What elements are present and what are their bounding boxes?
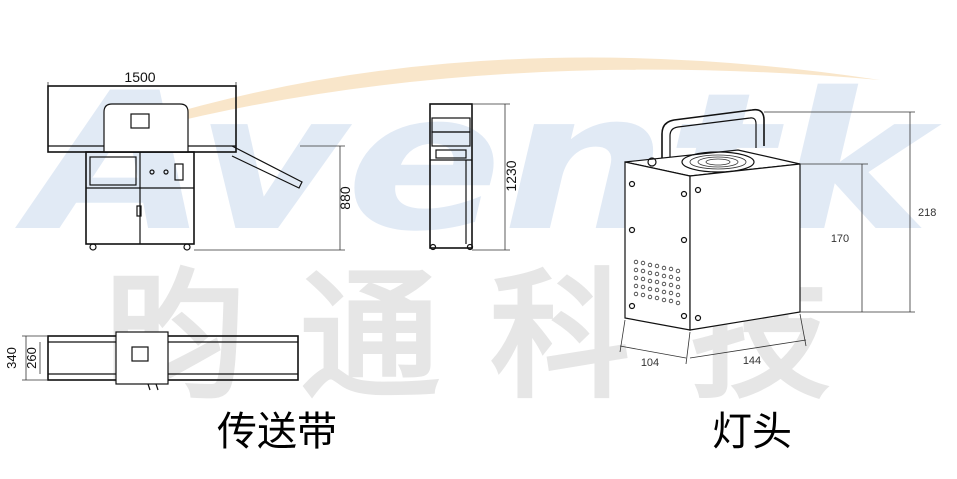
conveyor-side-view: 1230 bbox=[429, 103, 519, 251]
caption-conveyor: 传送带 bbox=[217, 409, 337, 455]
watermark-char-2: 通 bbox=[300, 256, 440, 419]
dim-label-104: 104 bbox=[641, 357, 659, 369]
watermark-swoosh bbox=[150, 57, 880, 128]
dim-label-218: 218 bbox=[918, 207, 936, 219]
watermark-char-3: 科 bbox=[490, 256, 630, 419]
watermark-brand-text: Aventk bbox=[14, 52, 941, 273]
dim-label-260: 260 bbox=[24, 347, 39, 369]
conveyor-top-view: 340 260 bbox=[4, 331, 299, 391]
dim-label-170: 170 bbox=[831, 233, 849, 245]
lamp-head-view: 218 170 104 144 bbox=[619, 108, 936, 369]
dim-label-880: 880 bbox=[337, 186, 353, 210]
dim-label-340: 340 bbox=[4, 347, 19, 369]
dim-label-1500: 1500 bbox=[124, 69, 155, 85]
conveyor-front-view: 1500 880 bbox=[47, 69, 353, 251]
caption-lamp: 灯头 bbox=[712, 409, 792, 455]
dim-label-1230: 1230 bbox=[503, 160, 519, 191]
dim-label-144: 144 bbox=[743, 355, 761, 367]
vent-pattern bbox=[633, 259, 681, 306]
